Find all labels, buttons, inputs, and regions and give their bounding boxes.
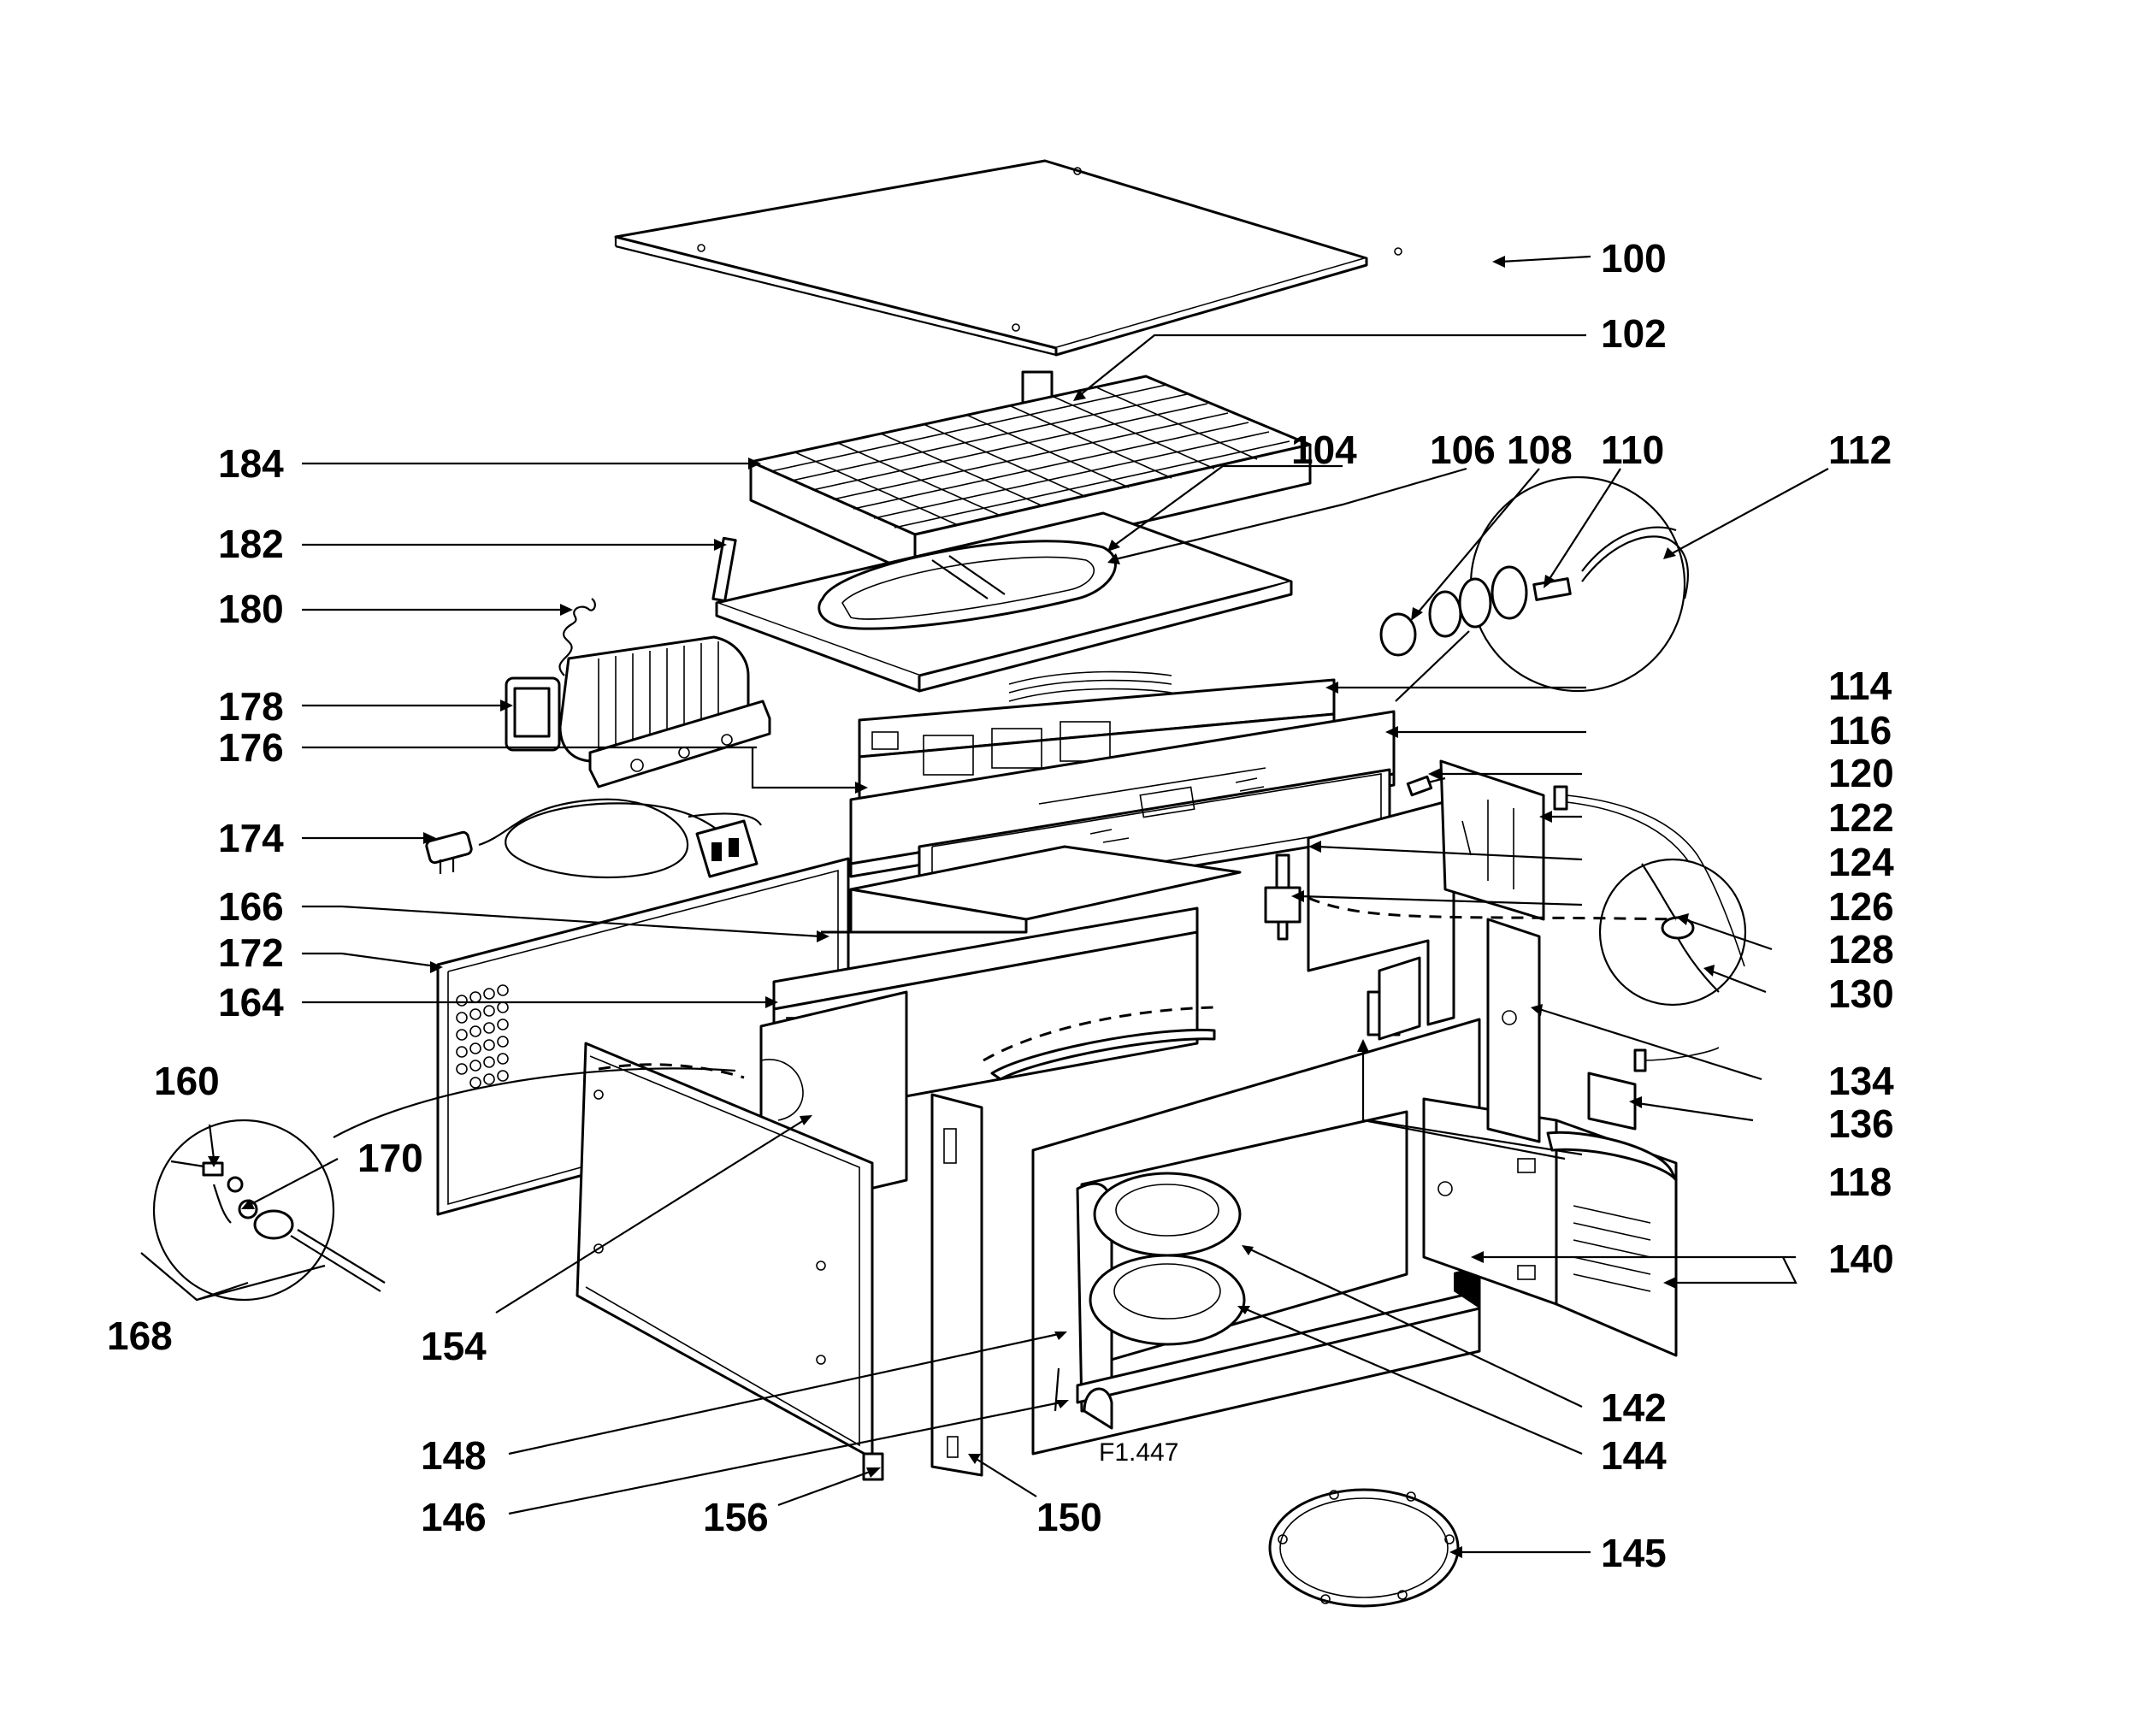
- part-bracket-134: [1486, 918, 1541, 1143]
- callout-118: 118: [1828, 1160, 1892, 1204]
- detail-circle-108: [1379, 475, 1689, 702]
- callout-168: 168: [107, 1314, 173, 1358]
- part-tangential-fan-178: [505, 635, 771, 788]
- callout-184: 184: [218, 441, 284, 486]
- detail-circle-128: [1308, 858, 1747, 1007]
- callout-110: 110: [1601, 428, 1664, 472]
- callout-120: 120: [1828, 751, 1894, 795]
- callout-160: 160: [154, 1059, 220, 1103]
- callout-142: 142: [1601, 1385, 1667, 1430]
- callout-172: 172: [218, 930, 284, 975]
- callout-112: 112: [1828, 428, 1892, 472]
- callout-122: 122: [1828, 795, 1894, 840]
- figure-reference: F1.447: [1099, 1438, 1178, 1467]
- callout-140: 140: [1828, 1237, 1894, 1281]
- part-turntable-support-144: [1089, 1254, 1246, 1346]
- callout-128: 128: [1828, 927, 1894, 971]
- callout-150: 150: [1036, 1495, 1102, 1539]
- part-small-board-136: [1587, 1047, 1720, 1131]
- part-screw-120: [1406, 775, 1446, 797]
- part-spring-180: [558, 598, 596, 676]
- callout-116: 116: [1828, 708, 1892, 753]
- leader-lines: [140, 255, 1829, 1554]
- callout-102: 102: [1601, 311, 1667, 356]
- part-tray-166: [821, 845, 1242, 934]
- callout-114: 114: [1828, 664, 1892, 708]
- callout-108: 108: [1507, 428, 1573, 472]
- callout-182: 182: [218, 522, 284, 566]
- callout-148: 148: [421, 1433, 487, 1478]
- callout-180: 180: [218, 587, 284, 631]
- arrowheads: [208, 256, 1715, 1558]
- part-gasket-145: [1268, 1488, 1460, 1608]
- callout-134: 134: [1828, 1059, 1894, 1103]
- callout-166: 166: [218, 884, 284, 929]
- wire-harness: [1008, 670, 1172, 702]
- callout-144: 144: [1601, 1433, 1667, 1478]
- part-turntable-142: [1093, 1172, 1242, 1257]
- part-strut-150: [930, 1093, 983, 1477]
- part-side-panel-156: [576, 1042, 884, 1481]
- part-cavity-housing-148: [1031, 1018, 1481, 1456]
- part-pcb-122: [1439, 759, 1745, 967]
- callout-156: 156: [703, 1495, 769, 1539]
- callout-178: 178: [218, 684, 284, 729]
- callout-145: 145: [1601, 1531, 1667, 1575]
- callout-176: 176: [218, 725, 284, 770]
- callout-126: 126: [1828, 884, 1894, 929]
- part-top-cover-100: [614, 159, 1402, 357]
- part-heating-element-104: [818, 540, 1117, 630]
- callout-130: 130: [1828, 971, 1894, 1016]
- part-switch-126: [1264, 853, 1302, 941]
- part-bracket-118: [1361, 956, 1566, 1160]
- callout-124: 124: [1828, 840, 1894, 884]
- part-control-panel-frame-116: [849, 710, 1396, 912]
- callout-170: 170: [357, 1136, 423, 1180]
- callout-174: 174: [218, 816, 284, 860]
- callout-100: 100: [1601, 236, 1667, 280]
- callout-136: 136: [1828, 1101, 1894, 1146]
- callout-106: 106: [1430, 428, 1496, 472]
- callout-104: 104: [1291, 428, 1357, 472]
- callout-164: 164: [218, 980, 284, 1024]
- callout-146: 146: [421, 1495, 487, 1539]
- part-power-cord-174: [425, 798, 762, 879]
- callout-154: 154: [421, 1324, 487, 1368]
- callout-labels: 100 102 104 106 108 110 112 114 116 118 …: [107, 236, 1894, 1575]
